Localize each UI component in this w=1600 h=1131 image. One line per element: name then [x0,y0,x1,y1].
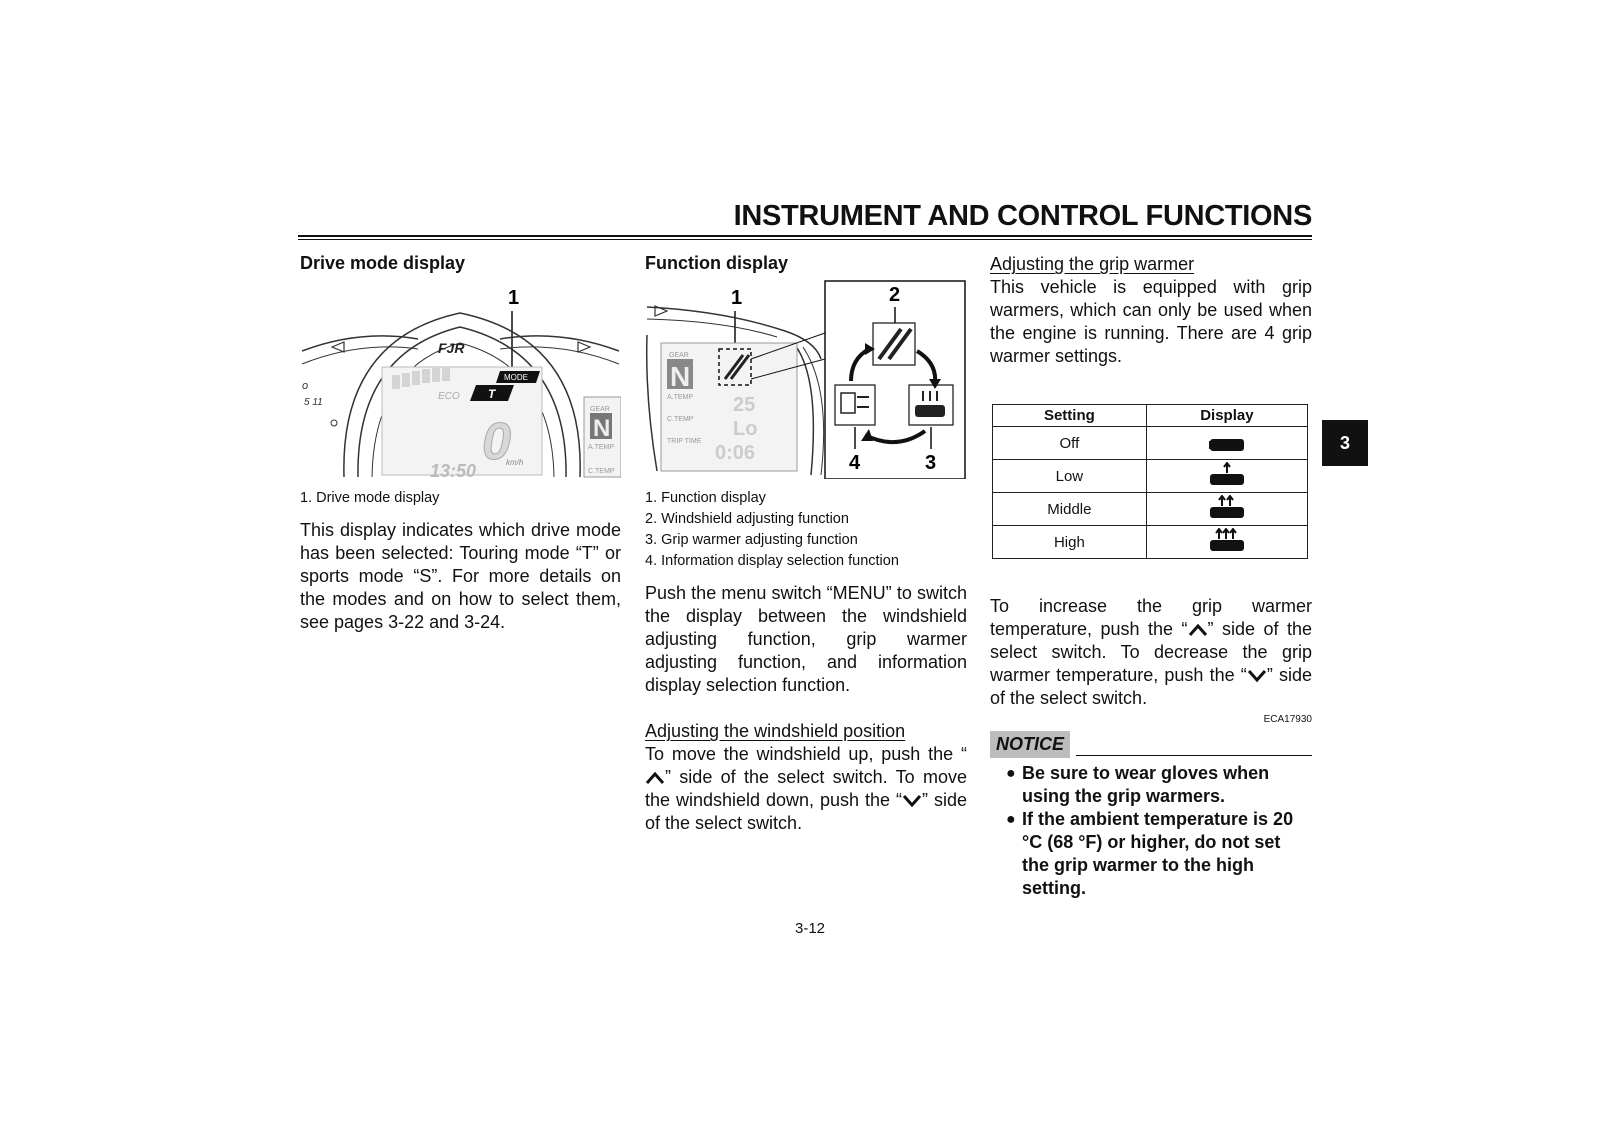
grip-low-icon [1209,461,1244,485]
callout-4: 4 [849,452,861,474]
svg-text:25: 25 [733,394,755,416]
svg-text:FJR: FJR [438,340,465,356]
caption-item: 4. Information display selection functio… [645,553,899,569]
grip-middle-icon [1209,494,1244,518]
callout-1: 1 [731,287,742,309]
function-display-column: Function display 1 GEAR N A.TEMP C.TEMP … [645,253,967,835]
table-header-display: Display [1145,404,1309,427]
bullet-icon: ● [1006,811,1016,828]
caption-item: 1. Function display [645,490,766,506]
bullet-icon: ● [1006,765,1016,782]
function-display-figure: 1 GEAR N A.TEMP C.TEMP TRIP TIME 25 Lo 0… [645,279,967,484]
instrument-cluster-illustration: 1 FJR MODE [301,287,622,481]
table-row: Low [992,459,1309,493]
header-rule [298,235,1312,237]
drive-mode-column: Drive mode display 1 FJR [300,253,622,634]
drive-mode-figure: 1 FJR MODE [300,279,622,484]
svg-text:MODE: MODE [504,373,528,382]
page-title: INSTRUMENT AND CONTROL FUNCTIONS [733,200,1313,232]
grip-warmer-column: Adjusting the grip warmer This vehicle i… [990,253,1312,900]
grip-warmer-intro: This vehicle is equipped with grip warme… [990,277,1312,366]
page-number: 3-12 [794,920,826,937]
svg-text:N: N [593,415,610,442]
svg-text:A.TEMP: A.TEMP [667,394,693,401]
chevron-down-icon [902,795,922,808]
caution-code: ECA17930 [1263,714,1312,725]
svg-text:o: o [302,380,308,392]
svg-text:GEAR: GEAR [590,406,610,413]
svg-text:N: N [670,361,690,392]
table-row: High [992,525,1309,559]
table-row: Off [992,426,1309,460]
svg-text:TRIP TIME: TRIP TIME [667,438,702,445]
chevron-up-icon [645,771,665,785]
caption-item: 3. Grip warmer adjusting function [645,532,858,548]
callout-1: 1 [508,287,519,309]
grip-warmer-adjust-text: To increase the grip warmer temperature,… [990,596,1313,708]
drive-mode-heading: Drive mode display [300,253,466,273]
svg-text:km/h: km/h [506,458,524,467]
windshield-body: To move the windshield up, push the “” s… [645,744,967,833]
callout-3: 3 [925,452,936,474]
svg-text:Lo: Lo [733,418,757,440]
notice-item: ● Be sure to wear gloves when using the … [990,762,1312,808]
grip-warmer-table: Setting Display Off Low Middle High [992,404,1309,559]
function-display-captions: 1. Function display 2. Windshield adjust… [645,488,967,572]
notice-rule [1076,755,1312,756]
caption-item: 2. Windshield adjusting function [645,511,849,527]
svg-text:ECO: ECO [438,391,460,402]
header-rule-thin [298,239,1312,240]
grip-off-icon [1208,439,1244,451]
chapter-tab[interactable]: 3 [1322,420,1368,466]
grip-warmer-heading: Adjusting the grip warmer [990,254,1195,274]
table-row: Middle [992,492,1309,526]
notice-header: NOTICE [990,731,1312,758]
svg-text:A.TEMP: A.TEMP [588,444,614,451]
notice-list: ● Be sure to wear gloves when using the … [990,762,1312,900]
function-display-body: Push the menu switch “MENU” to switch th… [645,583,967,695]
svg-text:0:06: 0:06 [715,442,755,464]
callout-2: 2 [889,284,900,306]
svg-text:5 11: 5 11 [304,397,323,408]
svg-text:13:50: 13:50 [430,461,476,479]
drive-mode-caption: 1. Drive mode display [300,490,440,506]
function-display-illustration: 1 GEAR N A.TEMP C.TEMP TRIP TIME 25 Lo 0… [645,280,966,480]
notice-item: ● If the ambient temperature is 20 °C (6… [990,808,1312,900]
svg-text:0: 0 [482,413,511,471]
windshield-heading: Adjusting the windshield position [645,721,906,741]
table-header-setting: Setting [992,404,1147,427]
mode-value: T [488,387,497,401]
svg-text:C.TEMP: C.TEMP [588,468,615,475]
drive-mode-body: This display indicates which drive mode … [300,520,621,632]
chevron-up-icon [1188,623,1207,637]
svg-text:C.TEMP: C.TEMP [667,416,694,423]
function-display-heading: Function display [645,253,789,273]
notice-label: NOTICE [990,731,1071,758]
grip-high-icon [1209,527,1244,551]
chevron-down-icon [1247,670,1266,683]
svg-text:GEAR: GEAR [669,352,689,359]
